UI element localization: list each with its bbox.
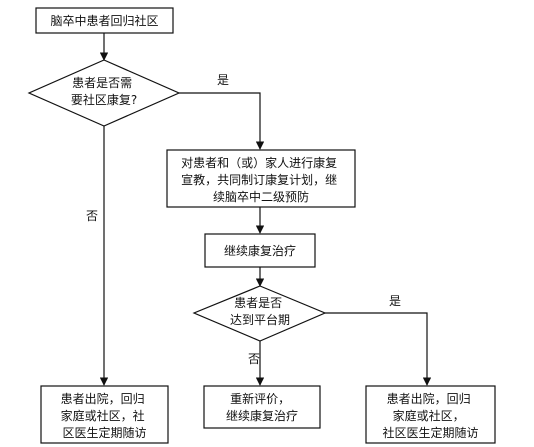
continue-rehab-node <box>204 233 316 268</box>
discharge-left-node <box>40 385 169 444</box>
decision-plateau-node <box>192 285 327 342</box>
decision-plateau-label: 患者是否 达到平台期 <box>230 296 290 327</box>
start-node <box>35 7 174 34</box>
edge-decision-rehab-to-education <box>179 92 265 150</box>
decision-rehab-label: 患者是否需 要社区康复? <box>71 76 137 107</box>
edge-decision-plateau-to-discharge-right <box>325 312 432 386</box>
continue-rehab-label: 继续康复治疗 <box>224 243 296 258</box>
edge-label-no-2: 否 <box>248 352 260 366</box>
discharge-right-node <box>365 385 496 444</box>
edge-label-yes-1: 是 <box>217 73 229 87</box>
reassess-label: 重新评价， 继续康复治疗 <box>226 391 298 423</box>
education-node <box>166 149 356 208</box>
reassess-node <box>203 385 321 429</box>
decision-rehab-node <box>27 59 181 127</box>
edge-label-yes-2: 是 <box>389 294 401 308</box>
start-node-label: 脑卒中患者回归社区 <box>50 13 158 28</box>
discharge-left-label: 患者出院，回归 家庭或社区，社 区医生定期随访 <box>61 392 149 440</box>
discharge-right-label: 患者出院，回归 家庭或社区， 社区医生定期随访 <box>382 392 478 440</box>
education-label: 对患者和（或）家人进行康复 宣教，共同制订康复计划，继 续脑卒中二级预防 <box>181 155 341 204</box>
edge-label-no-1: 否 <box>86 209 98 223</box>
